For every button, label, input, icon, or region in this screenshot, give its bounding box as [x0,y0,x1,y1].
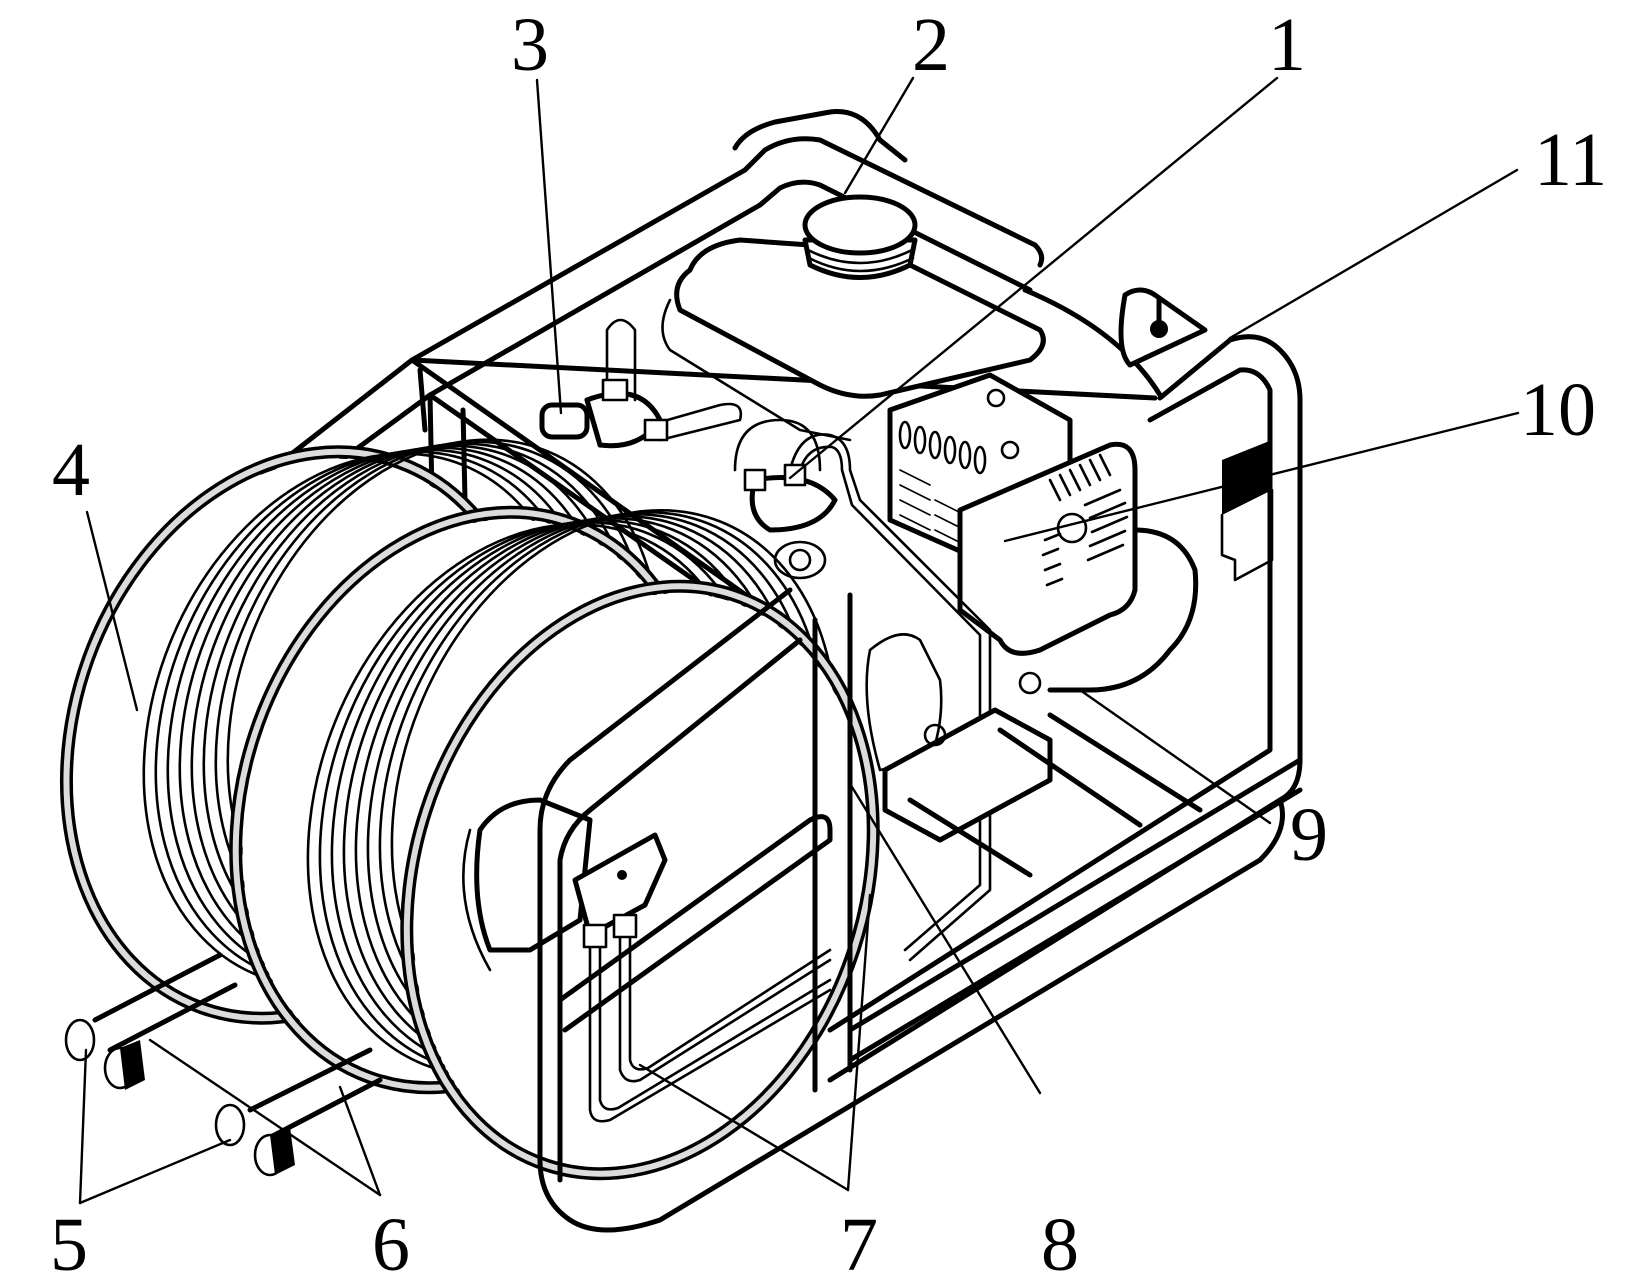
leader-2 [843,76,915,195]
callout-4: 4 [52,428,90,512]
engine [887,287,1274,693]
valve-manifold [539,318,992,962]
coupling-2 [214,1103,295,1177]
leader-11 [1228,168,1519,340]
leader-lines [78,76,1520,1205]
muffler [957,441,1138,656]
callout-7: 7 [840,1203,878,1277]
leader-8 [850,785,1042,1095]
leader-4 [85,510,139,712]
leader-5b [78,1138,232,1205]
pump-body [865,633,1203,878]
fuel-cap-icon [802,194,918,280]
callout-5: 5 [50,1203,88,1277]
air-filter-vents [898,420,987,475]
leader-6b [338,1085,382,1197]
leader-7b [846,893,872,1192]
callout-8: 8 [1041,1203,1079,1277]
leader-7a [638,1063,850,1192]
leader-5a [78,1048,88,1205]
callout-3: 3 [511,3,549,87]
frame-front [537,334,1303,1233]
callout-1: 1 [1268,3,1306,87]
callout-6: 6 [372,1203,410,1277]
callout-11: 11 [1534,118,1607,202]
hose-pipes [64,952,383,1177]
leader-6a [148,1038,382,1197]
leader-9 [1078,688,1272,825]
callout-10: 10 [1520,368,1596,452]
leader-10 [1003,411,1520,543]
coupling-1 [64,1018,145,1090]
fuel-tank [661,194,1046,442]
leader-1 [788,76,1279,480]
callout-2: 2 [912,3,950,87]
leader-3 [535,78,563,415]
callout-9: 9 [1290,793,1328,877]
callout-labels: 1 2 3 4 5 6 7 8 9 10 11 [50,3,1607,1277]
